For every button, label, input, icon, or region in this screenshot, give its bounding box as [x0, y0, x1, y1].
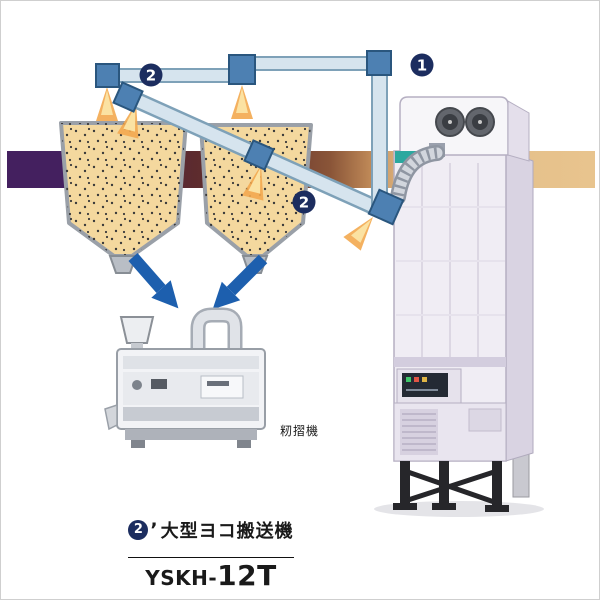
dryer-fan-left	[435, 107, 465, 137]
grain-dryer	[374, 96, 544, 517]
spray-icon	[231, 85, 253, 119]
caption-title: 大型ヨコ搬送機	[160, 521, 294, 542]
model-number: YSKH-12T	[1, 559, 421, 592]
badge-conveyor-lower: 2	[292, 190, 316, 214]
flexible-duct	[390, 143, 445, 205]
caption-badge: 2	[128, 520, 149, 540]
dryer-control-panel	[396, 368, 462, 404]
badge-conveyor-top: 2	[139, 63, 163, 87]
dryer-legs	[393, 461, 509, 512]
caption-prime: ’	[150, 519, 158, 541]
dryer-fan-right	[465, 107, 495, 137]
machine-caption: 2 ’ 大型ヨコ搬送機	[1, 517, 421, 543]
spray-icon	[242, 165, 264, 201]
badge-dryer-intake: 1	[410, 53, 434, 77]
rice-huller	[104, 307, 266, 448]
model-prefix: YSKH-	[145, 566, 218, 590]
model-size: 12T	[217, 559, 277, 592]
pipe-horizontal-left	[101, 68, 243, 83]
grain-hopper-1	[59, 121, 188, 274]
huller-label: 籾摺機	[280, 424, 320, 438]
spray-nozzles	[96, 85, 373, 251]
svg-text:1: 1	[417, 57, 427, 75]
pipe-connectors	[95, 50, 405, 226]
flow-arrows	[128, 253, 268, 310]
svg-text:2: 2	[146, 67, 156, 85]
step-badges: 2 1 2	[139, 53, 434, 214]
model-divider	[128, 557, 294, 558]
spray-icon	[96, 87, 118, 121]
svg-text:2: 2	[299, 194, 309, 212]
pipe-horizontal-right	[246, 56, 380, 71]
spray-icon	[343, 217, 373, 251]
